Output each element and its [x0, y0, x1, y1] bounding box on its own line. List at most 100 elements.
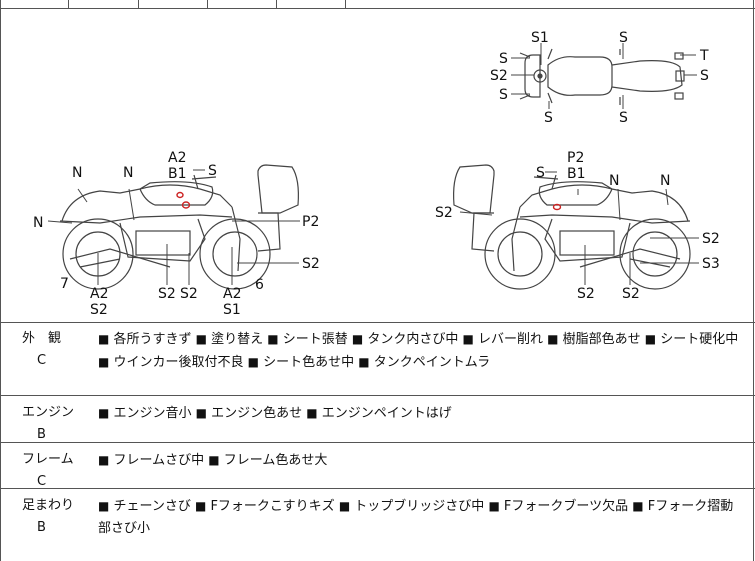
label-s3: S3: [702, 256, 720, 272]
label-p2: P2: [302, 214, 319, 230]
condition-item: エンジン音小: [113, 406, 196, 421]
condition-item: シート張替: [282, 332, 352, 347]
label-b1: B1: [567, 166, 586, 182]
condition-item: 塗り替え: [211, 332, 268, 347]
label-s2: S2: [577, 286, 595, 302]
bullet-square: ■: [644, 332, 657, 346]
condition-row: 足まわり B ■ チェーンさび ■ Fフォークこすりキズ ■ トップブリッジさび中 …: [0, 489, 755, 561]
label-p2: P2: [567, 150, 584, 166]
label-s2: S2: [622, 286, 640, 302]
condition-item: Fフォークブーツ欠品: [503, 499, 633, 514]
right-side-damage-marks: [552, 203, 562, 211]
label-s: S: [619, 30, 628, 46]
condition-items: ■ 各所うすきず ■ 塗り替え ■ シート張替 ■ タンク内さび中 ■ レバー削…: [98, 328, 743, 374]
label-s2: S2: [180, 286, 198, 302]
condition-item: フレームさび中: [113, 453, 209, 468]
right-side-motorcycle: [453, 164, 691, 290]
condition-item: エンジンペイントはげ: [321, 406, 452, 421]
strip-divider: [345, 0, 346, 8]
bullet-square: ■: [208, 453, 220, 467]
bullet-square: ■: [267, 332, 279, 346]
label-s2: S2: [490, 68, 508, 84]
condition-item: Fフォークこすりキズ: [210, 499, 339, 514]
category-grade: B: [37, 427, 46, 442]
top-view-motorcycle: [519, 48, 685, 105]
label-s: S: [544, 110, 553, 126]
motorcycle-diagram: S1 S S2 S S S S T S A2 B1: [0, 30, 755, 323]
label-s2: S2: [158, 286, 176, 302]
condition-items: ■ エンジン音小 ■ エンジン色あせ ■ エンジンペイントはげ: [98, 402, 743, 425]
label-a2: A2: [168, 150, 186, 166]
bullet-square: ■: [338, 499, 351, 513]
bullet-square: ■: [98, 332, 110, 346]
label-s: S: [499, 51, 508, 67]
bullet-square: ■: [98, 355, 110, 369]
condition-items: ■ チェーンさび ■ Fフォークこすりキズ ■ トップブリッジさび中 ■ Fフォ…: [98, 495, 743, 540]
condition-row: 外 観 C ■ 各所うすきず ■ 塗り替え ■ シート張替 ■ タンク内さび中 ■ …: [0, 322, 755, 396]
condition-item: トップブリッジさび中: [354, 499, 489, 514]
label-6: 6: [255, 277, 264, 293]
condition-category: フレーム C: [22, 449, 82, 493]
label-7: 7: [60, 276, 69, 292]
bullet-square: ■: [306, 406, 318, 420]
strip-divider: [276, 0, 277, 8]
condition-item: エンジン色あせ: [211, 406, 307, 421]
condition-item: フレーム色あせ大: [223, 453, 328, 468]
condition-item: 各所うすきず: [113, 332, 196, 347]
bullet-square: ■: [488, 499, 500, 513]
condition-category: 足まわり B: [22, 495, 82, 539]
category-grade: B: [37, 520, 46, 535]
label-s1: S1: [531, 30, 549, 46]
condition-row: フレーム C ■ フレームさび中 ■ フレーム色あせ大: [0, 443, 755, 489]
condition-item: タンク内さび中: [367, 332, 463, 347]
label-n: N: [660, 173, 670, 189]
bullet-square: ■: [247, 355, 259, 369]
strip-divider: [68, 0, 69, 8]
label-a2: A2: [223, 286, 241, 302]
category-grade: C: [37, 474, 47, 489]
condition-items: ■ フレームさび中 ■ フレーム色あせ大: [98, 449, 743, 472]
label-s: S: [208, 163, 217, 179]
bullet-square: ■: [98, 499, 110, 513]
label-n: N: [123, 165, 133, 181]
condition-item: レバー削れ: [477, 332, 548, 347]
label-n: N: [33, 215, 43, 231]
label-b1: B1: [168, 166, 187, 182]
strip-divider: [207, 0, 208, 8]
label-n: N: [609, 173, 619, 189]
bullet-square: ■: [98, 406, 110, 420]
bullet-square: ■: [462, 332, 474, 346]
strip-divider: [138, 0, 139, 8]
condition-item: シート色あせ中: [263, 355, 359, 370]
bullet-square: ■: [351, 332, 364, 346]
label-s2: S2: [435, 205, 453, 221]
label-s: S: [536, 165, 545, 181]
label-n: N: [72, 165, 82, 181]
category-name: フレーム: [22, 452, 74, 467]
condition-category: 外 観 C: [22, 328, 82, 372]
label-s: S: [619, 110, 628, 126]
left-side-motorcycle: [59, 164, 299, 290]
label-s2: S2: [702, 231, 720, 247]
left-side-callouts: [47, 169, 300, 285]
category-grade: C: [37, 353, 47, 368]
bullet-square: ■: [547, 332, 559, 346]
bullet-square: ■: [195, 332, 207, 346]
bullet-square: ■: [194, 499, 207, 513]
condition-item: 樹脂部色あせ: [562, 332, 645, 347]
category-name: 足まわり: [22, 498, 75, 513]
condition-item: タンクペイントムラ: [373, 355, 491, 370]
condition-item: チェーンさび: [113, 499, 195, 514]
condition-item: Fフォーク摺動部さび小: [98, 499, 734, 536]
bullet-square: ■: [195, 406, 207, 420]
label-s: S: [700, 68, 709, 84]
label-s2: S2: [302, 256, 320, 272]
top-view-callouts: [511, 43, 697, 109]
condition-item: シート硬化中: [660, 332, 739, 347]
label-s: S: [499, 87, 508, 103]
category-name: 外 観: [22, 331, 62, 346]
label-a2: A2: [90, 286, 108, 302]
